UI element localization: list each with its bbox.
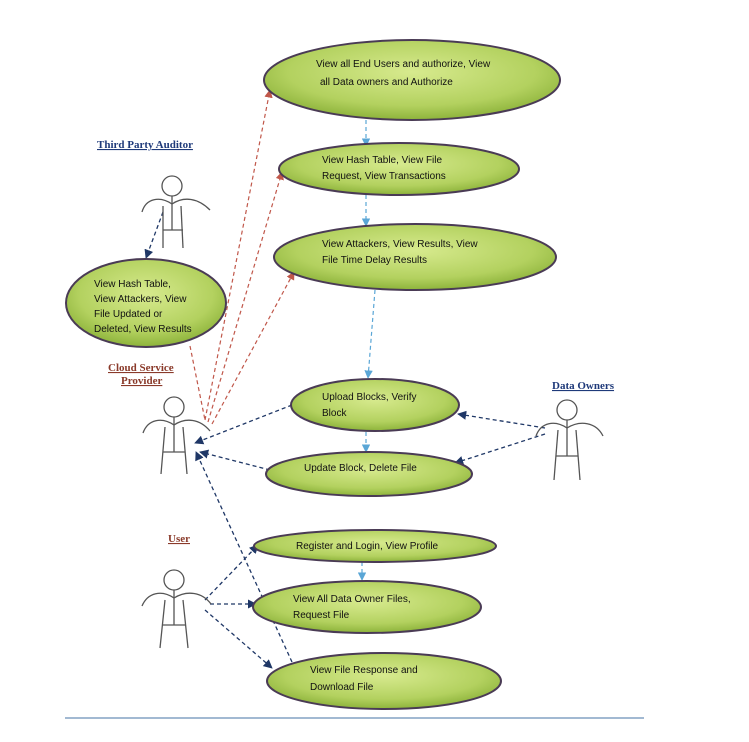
use-case-response: View File Response and Download File [266, 652, 502, 710]
stick-figure-icon [141, 569, 212, 649]
use-case-attackers: View Attackers, View Results, View File … [273, 223, 557, 291]
use-case-authorize-line-2: all Data owners and Authorize [320, 77, 453, 88]
use-case-tpa-view-line-4: Deleted, View Results [94, 324, 192, 335]
use-case-upload: Upload Blocks, Verify Block [290, 378, 460, 432]
connector-owners-to-upload [457, 410, 546, 429]
use-case-attackers-line-1: View Attackers, View Results, View [322, 239, 478, 250]
actor-label-user: User [168, 533, 190, 545]
use-case-owner-files-line-2: Request File [293, 610, 350, 621]
actor-label-csp-line-2: Provider [121, 375, 162, 387]
connector-csp-hash-table [207, 171, 284, 423]
use-case-authorize: View all End Users and authorize, View a… [263, 39, 561, 121]
use-case-tpa-view: View Hash Table, View Attackers, View Fi… [65, 258, 227, 348]
connector-csp-authorize [204, 89, 273, 421]
use-case-update-line-1: Update Block, Delete File [304, 463, 417, 474]
actor-data-owners: Data Owners [535, 380, 615, 481]
use-case-register-line-1: Register and Login, View Profile [296, 541, 439, 552]
use-case-attackers-line-2: File Time Delay Results [322, 255, 427, 266]
use-case-hash-table: View Hash Table, View File Request, View… [278, 142, 520, 196]
stick-figure-icon [142, 396, 211, 475]
use-case-upload-line-1: Upload Blocks, Verify [322, 392, 417, 403]
use-case-owner-files: View All Data Owner Files, Request File [252, 580, 482, 634]
use-case-tpa-view-line-1: View Hash Table, [94, 279, 171, 290]
actor-label-data-owners: Data Owners [552, 380, 615, 392]
actor-label-csp-line-1: Cloud Service [108, 362, 174, 374]
connector-response-to-csp [195, 451, 293, 663]
connector-tpa-view-csp [189, 345, 206, 421]
connector-csp-attackers [211, 271, 295, 425]
use-case-update: Update Block, Delete File [265, 451, 473, 497]
use-case-register: Register and Login, View Profile [253, 529, 497, 563]
use-case-authorize-line-1: View all End Users and authorize, View [316, 59, 491, 70]
use-case-upload-line-2: Block [322, 408, 347, 419]
actor-third-party-auditor: Third Party Auditor [97, 139, 211, 249]
use-case-owner-files-line-1: View All Data Owner Files, [293, 594, 411, 605]
connector-attackers-upload [364, 289, 376, 379]
use-case-tpa-view-line-3: File Updated or [94, 309, 163, 320]
navy-connectors [144, 211, 546, 669]
red-connectors [189, 89, 295, 425]
connector-upload-to-csp [194, 404, 293, 445]
connector-user-to-register [204, 544, 259, 601]
use-case-tpa-view-line-2: View Attackers, View [94, 294, 187, 305]
connector-owners-to-update [454, 433, 546, 465]
use-case-response-line-2: Download File [310, 682, 374, 693]
stick-figure-icon [141, 175, 211, 249]
connector-tpa-to-view [144, 211, 164, 259]
blue-connectors [357, 120, 376, 581]
connector-user-to-response [204, 609, 273, 669]
actor-cloud-service-provider: Cloud Service Provider [108, 362, 211, 475]
stick-figure-icon [535, 399, 604, 481]
connector-update-to-csp [199, 449, 271, 471]
use-case-hash-table-line-2: Request, View Transactions [322, 171, 446, 182]
actor-label-third-party-auditor: Third Party Auditor [97, 139, 193, 151]
use-case-hash-table-line-1: View Hash Table, View File [322, 155, 443, 166]
use-case-response-line-1: View File Response and [310, 665, 418, 676]
actor-user: User [141, 533, 212, 649]
